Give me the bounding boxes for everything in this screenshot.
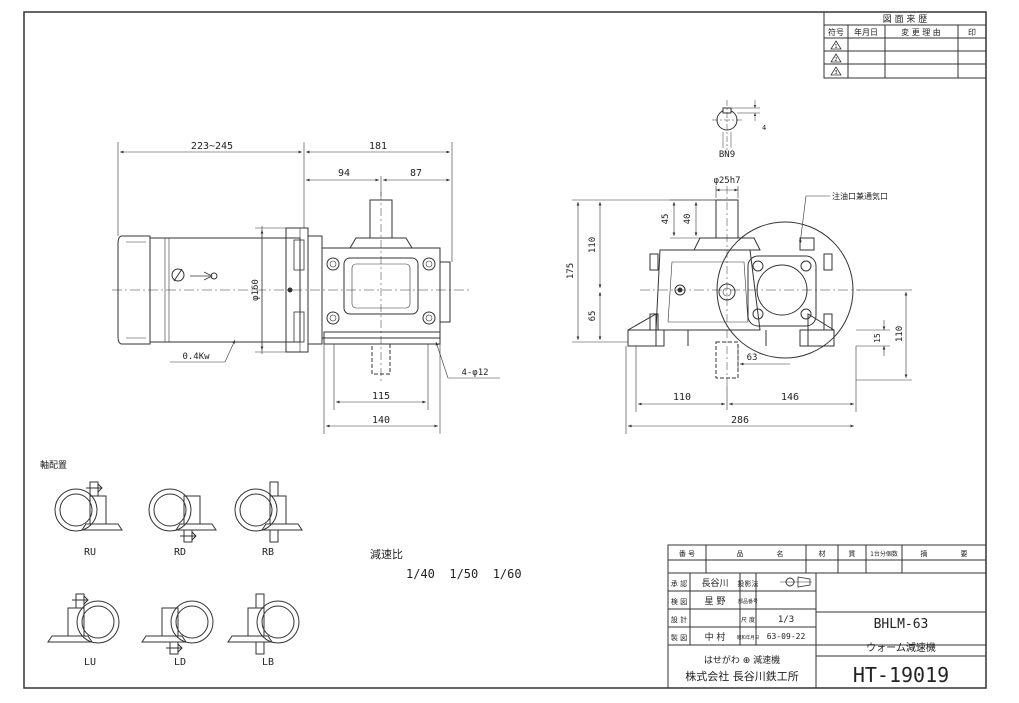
tb-brand: はせがわ ⊕ 減速機 — [704, 654, 780, 666]
revision-symbol-1: 1 — [834, 44, 837, 50]
key-detail — [712, 100, 760, 150]
dim-oil-port: 注油口兼通気口 — [832, 191, 888, 201]
revision-triangle-icon — [830, 40, 842, 50]
tb-header-name-1: 品 — [737, 550, 744, 558]
side-view — [627, 186, 860, 386]
arrangement-lb — [227, 593, 300, 655]
motor-end-cap — [117, 235, 151, 345]
dim-63: 63 — [747, 353, 758, 363]
tb-design-label: 設 計 — [671, 615, 687, 624]
tb-drawing-no: HT-19019 — [853, 663, 949, 687]
front-view — [112, 192, 470, 384]
tb-check-label: 検 図 — [671, 597, 687, 606]
side-dimensions — [572, 186, 912, 434]
tb-header-remark-1: 摘 — [921, 549, 928, 558]
dim-holes: 4-φ12 — [461, 368, 488, 378]
side-housing — [655, 249, 761, 331]
dim-key: BN9 — [719, 150, 735, 160]
dim-45: 45 — [661, 214, 671, 225]
dim-87: 87 — [410, 168, 422, 179]
revision-title: 図 面 来 歴 — [883, 14, 928, 25]
dim-94: 94 — [338, 168, 350, 179]
motor-terminal — [171, 268, 185, 282]
tb-header-material-2: 質 — [849, 549, 856, 558]
tb-draft-name: 中 村 — [705, 631, 726, 643]
tb-date-label: 昭和年月日 — [737, 634, 760, 641]
arrangement-label-ru: RU — [84, 547, 96, 558]
dim-175: 175 — [566, 263, 576, 279]
dim-140: 140 — [372, 415, 390, 426]
arrangement-label-ld: LD — [174, 657, 186, 668]
tb-header-material-1: 材 — [819, 549, 826, 558]
tb-header-name-2: 名 — [777, 549, 784, 558]
ratio-label: 減速比 — [370, 547, 403, 561]
dim-gear-length: 181 — [369, 141, 387, 152]
dim-phi160: φ160 — [251, 279, 261, 301]
ratio-values: 1/40 1/50 1/60 — [406, 567, 522, 581]
tb-approve-label: 承 認 — [671, 579, 687, 588]
dim-40: 40 — [683, 214, 693, 225]
tb-projection-label: 投影法 — [738, 579, 759, 588]
tb-company: 株式会社 長谷川鉄工所 — [685, 669, 799, 683]
revision-symbol-2: 2 — [834, 57, 837, 63]
revision-header-seal: 印 — [968, 28, 976, 37]
dim-110-vertical: 110 — [588, 237, 598, 253]
tb-draft-label: 製 図 — [671, 633, 687, 642]
tb-scale-value: 1/3 — [778, 615, 794, 625]
dim-motor-length: 223~245 — [191, 141, 233, 152]
dim-motor-power: 0.4Kw — [182, 352, 210, 362]
dim-115: 115 — [372, 391, 390, 402]
tb-header-remark-2: 要 — [961, 550, 968, 558]
dim-key-4: 4 — [762, 124, 766, 132]
arrangement-ld — [141, 600, 214, 655]
tb-product: ウォーム減速機 — [866, 641, 936, 654]
dim-110-height: 110 — [895, 326, 905, 342]
tb-model: BHLM-63 — [874, 617, 929, 632]
arrangement-label-rb: RB — [262, 547, 274, 558]
dim-286: 286 — [731, 415, 749, 426]
arrangement-icons — [47, 481, 303, 655]
dim-65: 65 — [588, 311, 598, 322]
motor-flange-circle — [716, 221, 854, 359]
tb-drawing-no-label: 部品番号 — [738, 598, 758, 605]
arrangement-title: 軸配置 — [40, 459, 67, 471]
tb-header-qty: 1台分個数 — [870, 550, 898, 558]
arrangement-label-lu: LU — [84, 657, 96, 668]
sheet-border — [23, 11, 987, 689]
arrangement-ru — [54, 481, 123, 532]
front-dimensions — [117, 142, 500, 434]
revision-symbol-3: 3 — [834, 70, 837, 76]
arrangement-label-rd: RD — [174, 547, 186, 558]
title-block — [667, 544, 987, 689]
dim-shaft: φ25h7 — [713, 176, 740, 186]
revision-header-symbol: 符号 — [828, 27, 844, 37]
tb-scale-label: 尺 度 — [741, 616, 755, 624]
tb-header-no: 番 号 — [679, 550, 695, 558]
arrangement-rb — [234, 481, 303, 543]
revision-triangle-icon — [830, 66, 842, 76]
tb-date-value: 63-09-22 — [767, 632, 806, 641]
tb-check-name: 星 野 — [705, 596, 726, 607]
arrangement-label-lb: LB — [262, 657, 274, 668]
dim-15: 15 — [873, 333, 882, 343]
dim-110-base: 110 — [673, 392, 691, 403]
square-flange — [747, 255, 817, 327]
dim-146: 146 — [781, 392, 799, 403]
revision-table: 図 面 来 歴 符号 年月日 変 更 理 由 印 1 2 3 — [823, 11, 987, 79]
revision-header-date: 年月日 — [854, 27, 878, 37]
arrangement-rd — [148, 488, 217, 543]
tb-approve-name: 長谷川 — [701, 578, 728, 589]
revision-header-reason: 変 更 理 由 — [901, 27, 941, 37]
revision-triangle-icon — [830, 53, 842, 63]
arrangement-lu — [47, 593, 120, 644]
